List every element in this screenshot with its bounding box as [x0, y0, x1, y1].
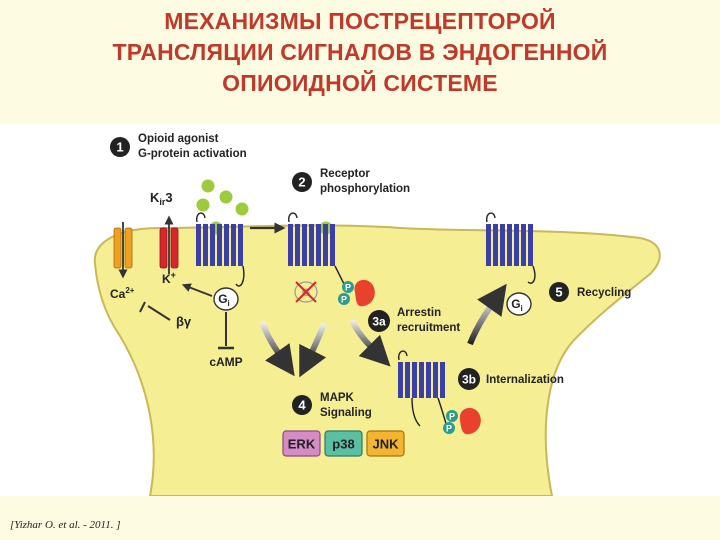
svg-text:P: P	[446, 424, 452, 434]
phospho-arrestin-2: P P	[338, 279, 375, 307]
agonist-dot	[196, 198, 210, 212]
gi-to-channel-arrow	[181, 283, 213, 297]
step-1-badge	[110, 137, 130, 157]
step-3a-label-line1: Arrestin	[397, 307, 441, 319]
title-line-2: ТРАНСЛЯЦИИ СИГНАЛОВ В ЭНДОГЕННОЙ	[112, 39, 608, 65]
mapk-kinases: ERK p38 JNK	[282, 430, 405, 457]
step-2-badge	[292, 172, 312, 192]
step-1-label-line1: Opioid agonist	[138, 133, 219, 145]
step-4-label-line2: Signaling	[320, 407, 372, 419]
ca-channel-left	[113, 227, 122, 269]
step-1-number: 1	[116, 140, 123, 155]
page-title: МЕХАНИЗМЫ ПОСТРЕЦЕПТОРОЙ ТРАНСЛЯЦИИ СИГН…	[0, 6, 720, 99]
kir3-label: Kir3	[150, 190, 173, 207]
phospho-badge	[338, 293, 350, 305]
svg-text:Gi: Gi	[218, 292, 230, 308]
step-4-badge	[292, 395, 312, 415]
step-3a-label-line2: recruitment	[397, 322, 460, 334]
receptor-1	[196, 212, 245, 287]
betagamma-inhibition	[139, 301, 171, 321]
svg-text:Gi: Gi	[511, 297, 523, 313]
step-5-badge	[549, 282, 569, 302]
erk-label: ERK	[288, 437, 316, 452]
ca-channel-right	[124, 227, 133, 269]
p38-box	[324, 430, 363, 457]
step-4: 4 MAPK Signaling	[292, 392, 372, 419]
betagamma-label: βγ	[176, 314, 192, 329]
arrestin-shape	[459, 407, 481, 435]
receptor-internalized	[398, 350, 447, 427]
diagram-svg: 1 Opioid agonist G-protein activation 2 …	[93, 133, 661, 497]
citation-footer: [Yizhar O. et al. - 2011. ]	[10, 519, 121, 531]
receptor-2	[288, 212, 345, 285]
ca-label: Ca2+	[110, 286, 135, 301]
ion-channels: Kir3 K+ Ca2+	[110, 190, 179, 301]
arrestin-shape	[354, 279, 375, 307]
step-5-label: Recycling	[577, 287, 631, 299]
big-arrow-to-recycling	[467, 283, 507, 346]
phospho-badge	[443, 422, 455, 434]
g-protein-inactive: G	[294, 281, 318, 303]
k-plus-label: K+	[162, 270, 176, 286]
jnk-label: JNK	[372, 437, 399, 452]
step-5: 5 Recycling	[549, 282, 631, 302]
svg-text:P: P	[341, 295, 347, 305]
step-3b-badge	[458, 368, 480, 390]
erk-box	[282, 430, 321, 457]
phospho-arrestin-3: P P	[443, 407, 481, 435]
step-2: 2 Receptor phosphorylation	[292, 168, 410, 195]
step-3a-number: 3a	[372, 315, 386, 329]
step-4-number: 4	[298, 398, 306, 413]
step-3a-badge	[368, 310, 390, 332]
title-line-1: МЕХАНИЗМЫ ПОСТРЕЦЕПТОРОЙ	[164, 8, 556, 34]
title-line-3: ОПИОИДНОЙ СИСТЕМЕ	[222, 70, 498, 96]
big-arrow-to-mapk-2	[299, 322, 327, 378]
big-arrow-to-internalization	[349, 318, 391, 367]
jnk-box	[366, 430, 405, 457]
step-1-label-line2: G-protein activation	[138, 148, 247, 160]
k-channel-right	[170, 227, 179, 269]
receptor-recycled	[486, 212, 536, 284]
phospho-badge	[342, 281, 354, 293]
agonist-dot	[219, 190, 233, 204]
diagram-figure: 1 Opioid agonist G-protein activation 2 …	[0, 124, 720, 497]
step-2-label-line2: phosphorylation	[320, 183, 410, 195]
svg-text:P: P	[345, 283, 351, 293]
k-channel-left	[159, 227, 168, 269]
step-2-label-line1: Receptor	[320, 168, 370, 180]
step-3b-label: Internalization	[486, 374, 564, 386]
step-3b-number: 3b	[462, 373, 476, 387]
step-2-number: 2	[298, 175, 305, 190]
gi-protein-2: Gi	[506, 292, 532, 316]
agonist-dot	[201, 179, 215, 193]
p38-label: p38	[332, 437, 354, 452]
step-1: 1 Opioid agonist G-protein activation	[110, 133, 247, 160]
step-3b: 3b Internalization	[458, 368, 564, 390]
agonist-dot	[235, 202, 249, 216]
camp-label: cAMP	[209, 355, 242, 369]
step-4-label-line1: MAPK	[320, 392, 355, 404]
step-3a: 3a Arrestin recruitment	[368, 307, 460, 334]
step-5-number: 5	[555, 285, 562, 300]
gi-protein-1: Gi	[213, 287, 239, 311]
phospho-badge	[446, 410, 458, 422]
svg-text:P: P	[449, 412, 455, 422]
big-arrow-to-mapk-1	[259, 320, 295, 377]
